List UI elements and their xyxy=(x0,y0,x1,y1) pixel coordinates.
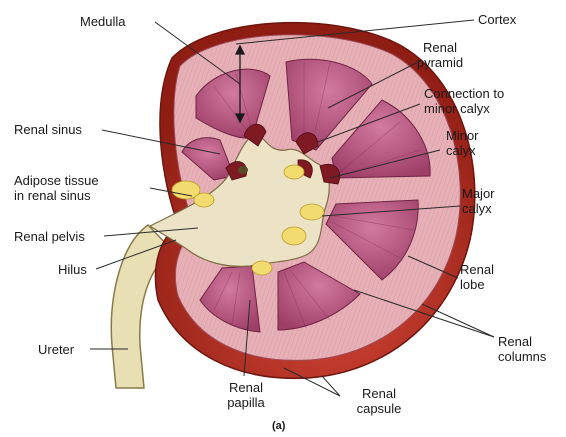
label-renal-pelvis: Renal pelvis xyxy=(14,229,85,244)
label-renal-capsule: Renal capsule xyxy=(344,386,414,416)
figure-caption: (a) xyxy=(272,419,285,434)
label-renal-columns: Renal columns xyxy=(498,334,546,364)
label-adipose-tissue: Adipose tissue in renal sinus xyxy=(14,173,99,203)
label-connection-to-minor-calyx: Connection to minor calyx xyxy=(424,86,504,116)
label-renal-papilla: Renal papilla xyxy=(214,380,278,410)
label-medulla: Medulla xyxy=(80,14,126,29)
label-renal-lobe: Renal lobe xyxy=(460,262,494,292)
label-minor-calyx: Minor calyx xyxy=(446,128,479,158)
label-ureter: Ureter xyxy=(38,342,74,357)
label-major-calyx: Major calyx xyxy=(462,186,495,216)
label-renal-pyramid: Renal pyramid xyxy=(408,40,472,70)
label-renal-sinus: Renal sinus xyxy=(14,122,82,137)
label-hilus: Hilus xyxy=(58,262,87,277)
label-cortex: Cortex xyxy=(478,12,516,27)
